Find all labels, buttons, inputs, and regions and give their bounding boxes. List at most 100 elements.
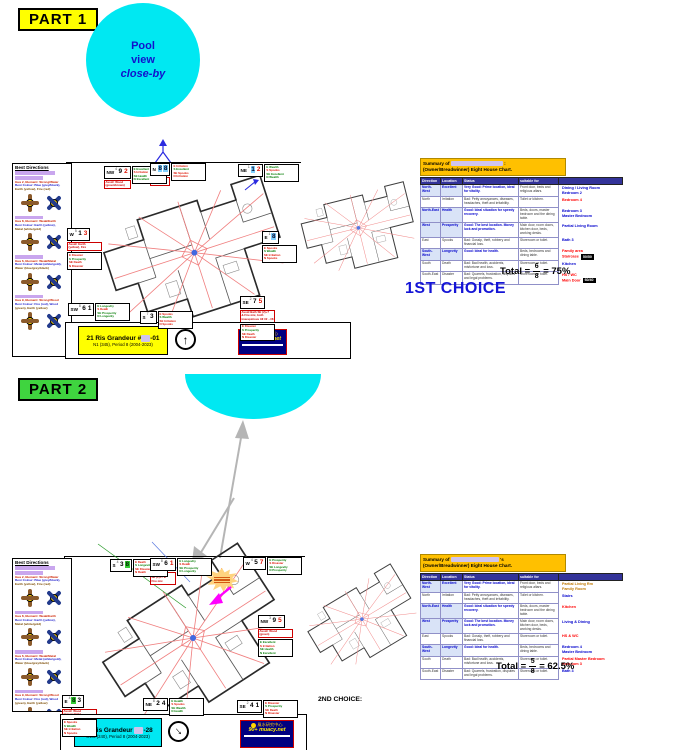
part2-floor-plan-thumbnail xyxy=(299,563,427,679)
part1-best-directions-panel: Best Directions Gua 2, Element: Strong/W… xyxy=(12,163,72,357)
room-label-cell: Dining / Living Room Bedroom 2 xyxy=(559,184,623,196)
sector-star-small: 8 xyxy=(160,559,163,563)
sector-star-small: 4 xyxy=(68,696,71,700)
suitable-cell: Toilet or kitchen. xyxy=(518,592,559,605)
connector-lines xyxy=(97,541,191,609)
gua-line: Gua 9, Element: Strong/Wood xyxy=(15,298,59,303)
address-subtitle: N1 (345), Period 8 (2004-2023) xyxy=(93,341,153,347)
star-number: 9 xyxy=(272,617,277,625)
suitable-cell: Beds, bedrooms and dining table. xyxy=(518,247,559,262)
suitable-cell: Main door, room doors, kitchen door, bed… xyxy=(518,618,559,634)
redacted-name xyxy=(15,650,43,654)
room-label: Stairs xyxy=(562,593,573,598)
location-cell: Longevity xyxy=(440,247,463,262)
gua-line: Metal (white/gold) xyxy=(15,621,42,626)
direction-cell: East xyxy=(420,632,441,645)
gua-line: Metal (white/gold) xyxy=(15,226,42,231)
suitable-cell: Beds, doors, master bedroom and the dini… xyxy=(518,207,559,224)
direction-figure-icon xyxy=(21,233,39,252)
room-label: Kitchen xyxy=(562,604,576,609)
direction-figure-icon xyxy=(21,628,39,647)
second-choice-heading: 2ND CHOICE: xyxy=(318,696,363,703)
legend-line: SE Health xyxy=(133,173,148,178)
gua-line: Best Colour: Blue (grey/black), xyxy=(15,578,61,583)
room-label-cell: Partial Master Bedroom Bedroom 3 xyxy=(559,656,623,668)
legend-line: S Prosperity xyxy=(265,704,283,709)
legend-line: E Excellent xyxy=(133,166,150,171)
score-badge: 50/50 xyxy=(580,254,594,260)
status-cell: Very Good: Prime location, ideal for vit… xyxy=(462,183,519,198)
gua-line: Gua 2, Element: Strong/Water xyxy=(15,574,59,579)
legend-line: S Longevity xyxy=(135,563,152,568)
suitable-cell: Toilet or kitchen. xyxy=(518,196,559,209)
legend-line: S Wealth xyxy=(159,315,172,320)
suitable-cell: Front door, beds and religious altars. xyxy=(518,579,559,594)
suitable-cell: Beds, bedrooms and dining table. xyxy=(518,643,559,657)
address-title: 33 Ris Grandeur -28 xyxy=(83,726,153,734)
direction-cell: South-East xyxy=(420,667,441,680)
legend-line: E Spooks xyxy=(64,719,78,724)
direction-cell: North xyxy=(420,592,441,605)
suitable-cell: Storeroom or toilet. xyxy=(518,271,559,285)
direction-cell: North xyxy=(420,196,441,209)
sector-star-small: 4 xyxy=(250,558,253,562)
direction-cell: North-East xyxy=(420,207,441,224)
direction-cell: South xyxy=(420,260,441,273)
table-row: North Irritation Bad: Petty annoyances, … xyxy=(420,196,623,209)
flying-star-box: S 7 3 xyxy=(140,311,157,324)
part1-floor-plan-thumbnail xyxy=(296,181,422,279)
direction-cell: West xyxy=(420,222,441,238)
legend-line: N Irritation xyxy=(173,174,189,179)
sector-direction: N xyxy=(152,167,156,172)
gua-line: Earth (yellow), Fire (red) xyxy=(15,186,51,191)
sector-direction: NW xyxy=(106,170,115,175)
gua-figure-diagram xyxy=(15,192,69,214)
direction-cell: South-West xyxy=(420,643,441,657)
pool-label: view xyxy=(131,53,155,66)
room-label-cell: Partial Living Room xyxy=(559,223,623,238)
room-label: Living & Dining xyxy=(562,619,590,624)
legend-line: S Excellent xyxy=(173,167,189,172)
gua-line: Gua 6, Element: Weak/Metal xyxy=(15,258,57,263)
direction-figure-icon xyxy=(45,194,63,212)
suitable-cell: Beds, doors, master bedroom and the dini… xyxy=(518,603,559,620)
gua-line: Best Colour: Metal (white/gold), xyxy=(15,262,62,267)
legend-line: N Disaster xyxy=(242,335,257,340)
legend-line: N Spooks xyxy=(264,256,278,261)
star-number: 2 xyxy=(256,166,261,174)
status-cell: Bad: Gossip, theft, robbery and financia… xyxy=(462,632,519,645)
column-header: Direction xyxy=(420,176,441,185)
sector-direction: SE xyxy=(239,704,246,709)
status-cell: Bad: Gossip, theft, robbery and financia… xyxy=(462,236,519,249)
legend-line: E Irritation xyxy=(173,163,188,168)
gua-section: Gua 2, Element: Strong/Water Best Colour… xyxy=(15,176,69,214)
sector-star-small: 4 xyxy=(115,167,118,171)
column-header xyxy=(558,572,623,581)
sector-stars: 8 xyxy=(270,233,277,241)
status-cell: Very Good: Prime location, ideal for vit… xyxy=(462,579,519,594)
gua-section: Gua 9, Element: Strong/Wood Best Colour:… xyxy=(15,689,69,711)
sector-star-small: 4 xyxy=(116,560,119,564)
star-number: 5 xyxy=(254,559,258,567)
legend-line: N Death xyxy=(135,570,147,575)
status-cell: Good: Ideal for health. xyxy=(462,247,519,262)
sector-direction: NE xyxy=(145,702,152,707)
summary-header: Summary of 's (Owner/Breadwinner) Eight … xyxy=(420,554,566,572)
north-arrow-icon: ↑ xyxy=(168,721,189,742)
gua-line: Best Colour: Metal (white/gold), xyxy=(15,657,62,662)
gua-section: Gua 2, Element: Strong/Water Best Colour… xyxy=(15,571,69,609)
